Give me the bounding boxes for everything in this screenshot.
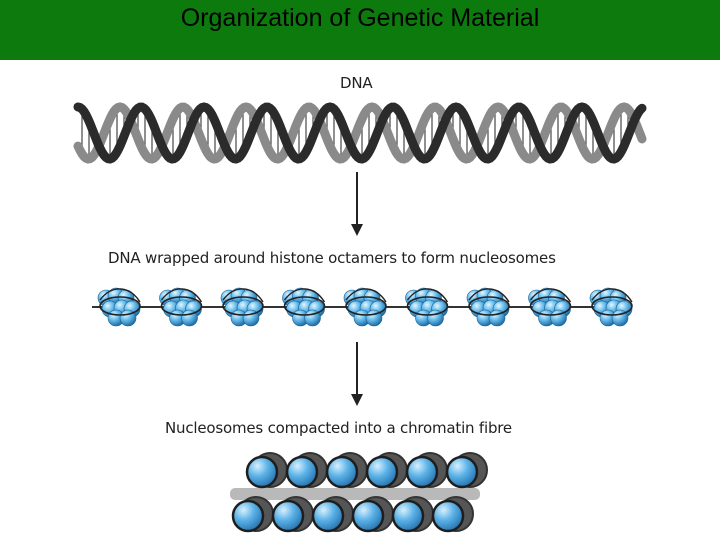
fibre-nucleosome bbox=[351, 499, 385, 533]
nucleosome bbox=[589, 287, 633, 327]
chromatin-fibre bbox=[230, 452, 488, 533]
fibre-nucleosome bbox=[431, 499, 465, 533]
fibre-nucleosome bbox=[311, 499, 345, 533]
nucleosome bbox=[405, 287, 449, 327]
fibre-nucleosome bbox=[445, 455, 479, 489]
nucleosome bbox=[466, 287, 510, 327]
dna-double-helix bbox=[73, 102, 647, 164]
dna-strand-dark bbox=[73, 102, 647, 164]
arrow-down-icon bbox=[351, 172, 363, 236]
fibre-nucleosome bbox=[365, 455, 399, 489]
fibre-nucleosome bbox=[325, 455, 359, 489]
fibre-nucleosome bbox=[405, 455, 439, 489]
nucleosome-string bbox=[92, 287, 633, 327]
slide-title: Organization of Genetic Material bbox=[180, 4, 540, 32]
nucleosome bbox=[528, 287, 572, 327]
title-bar bbox=[0, 0, 720, 60]
chromatin-fibre-label: Nucleosomes compacted into a chromatin f… bbox=[165, 419, 512, 437]
nucleosome bbox=[220, 287, 264, 327]
fibre-core bbox=[230, 488, 480, 500]
arrow-down-icon bbox=[351, 342, 363, 406]
nucleosome bbox=[282, 287, 326, 327]
nucleosome bbox=[97, 287, 141, 327]
fibre-nucleosome bbox=[271, 499, 305, 533]
fibre-nucleosome bbox=[245, 455, 279, 489]
nucleosome bbox=[343, 287, 387, 327]
fibre-nucleosome bbox=[391, 499, 425, 533]
nucleosome bbox=[159, 287, 203, 327]
dna-strand-light bbox=[73, 102, 647, 164]
fibre-nucleosome bbox=[231, 499, 265, 533]
dna-label: DNA bbox=[340, 74, 373, 92]
fibre-nucleosome bbox=[285, 455, 319, 489]
nucleosome-label: DNA wrapped around histone octamers to f… bbox=[108, 249, 556, 267]
